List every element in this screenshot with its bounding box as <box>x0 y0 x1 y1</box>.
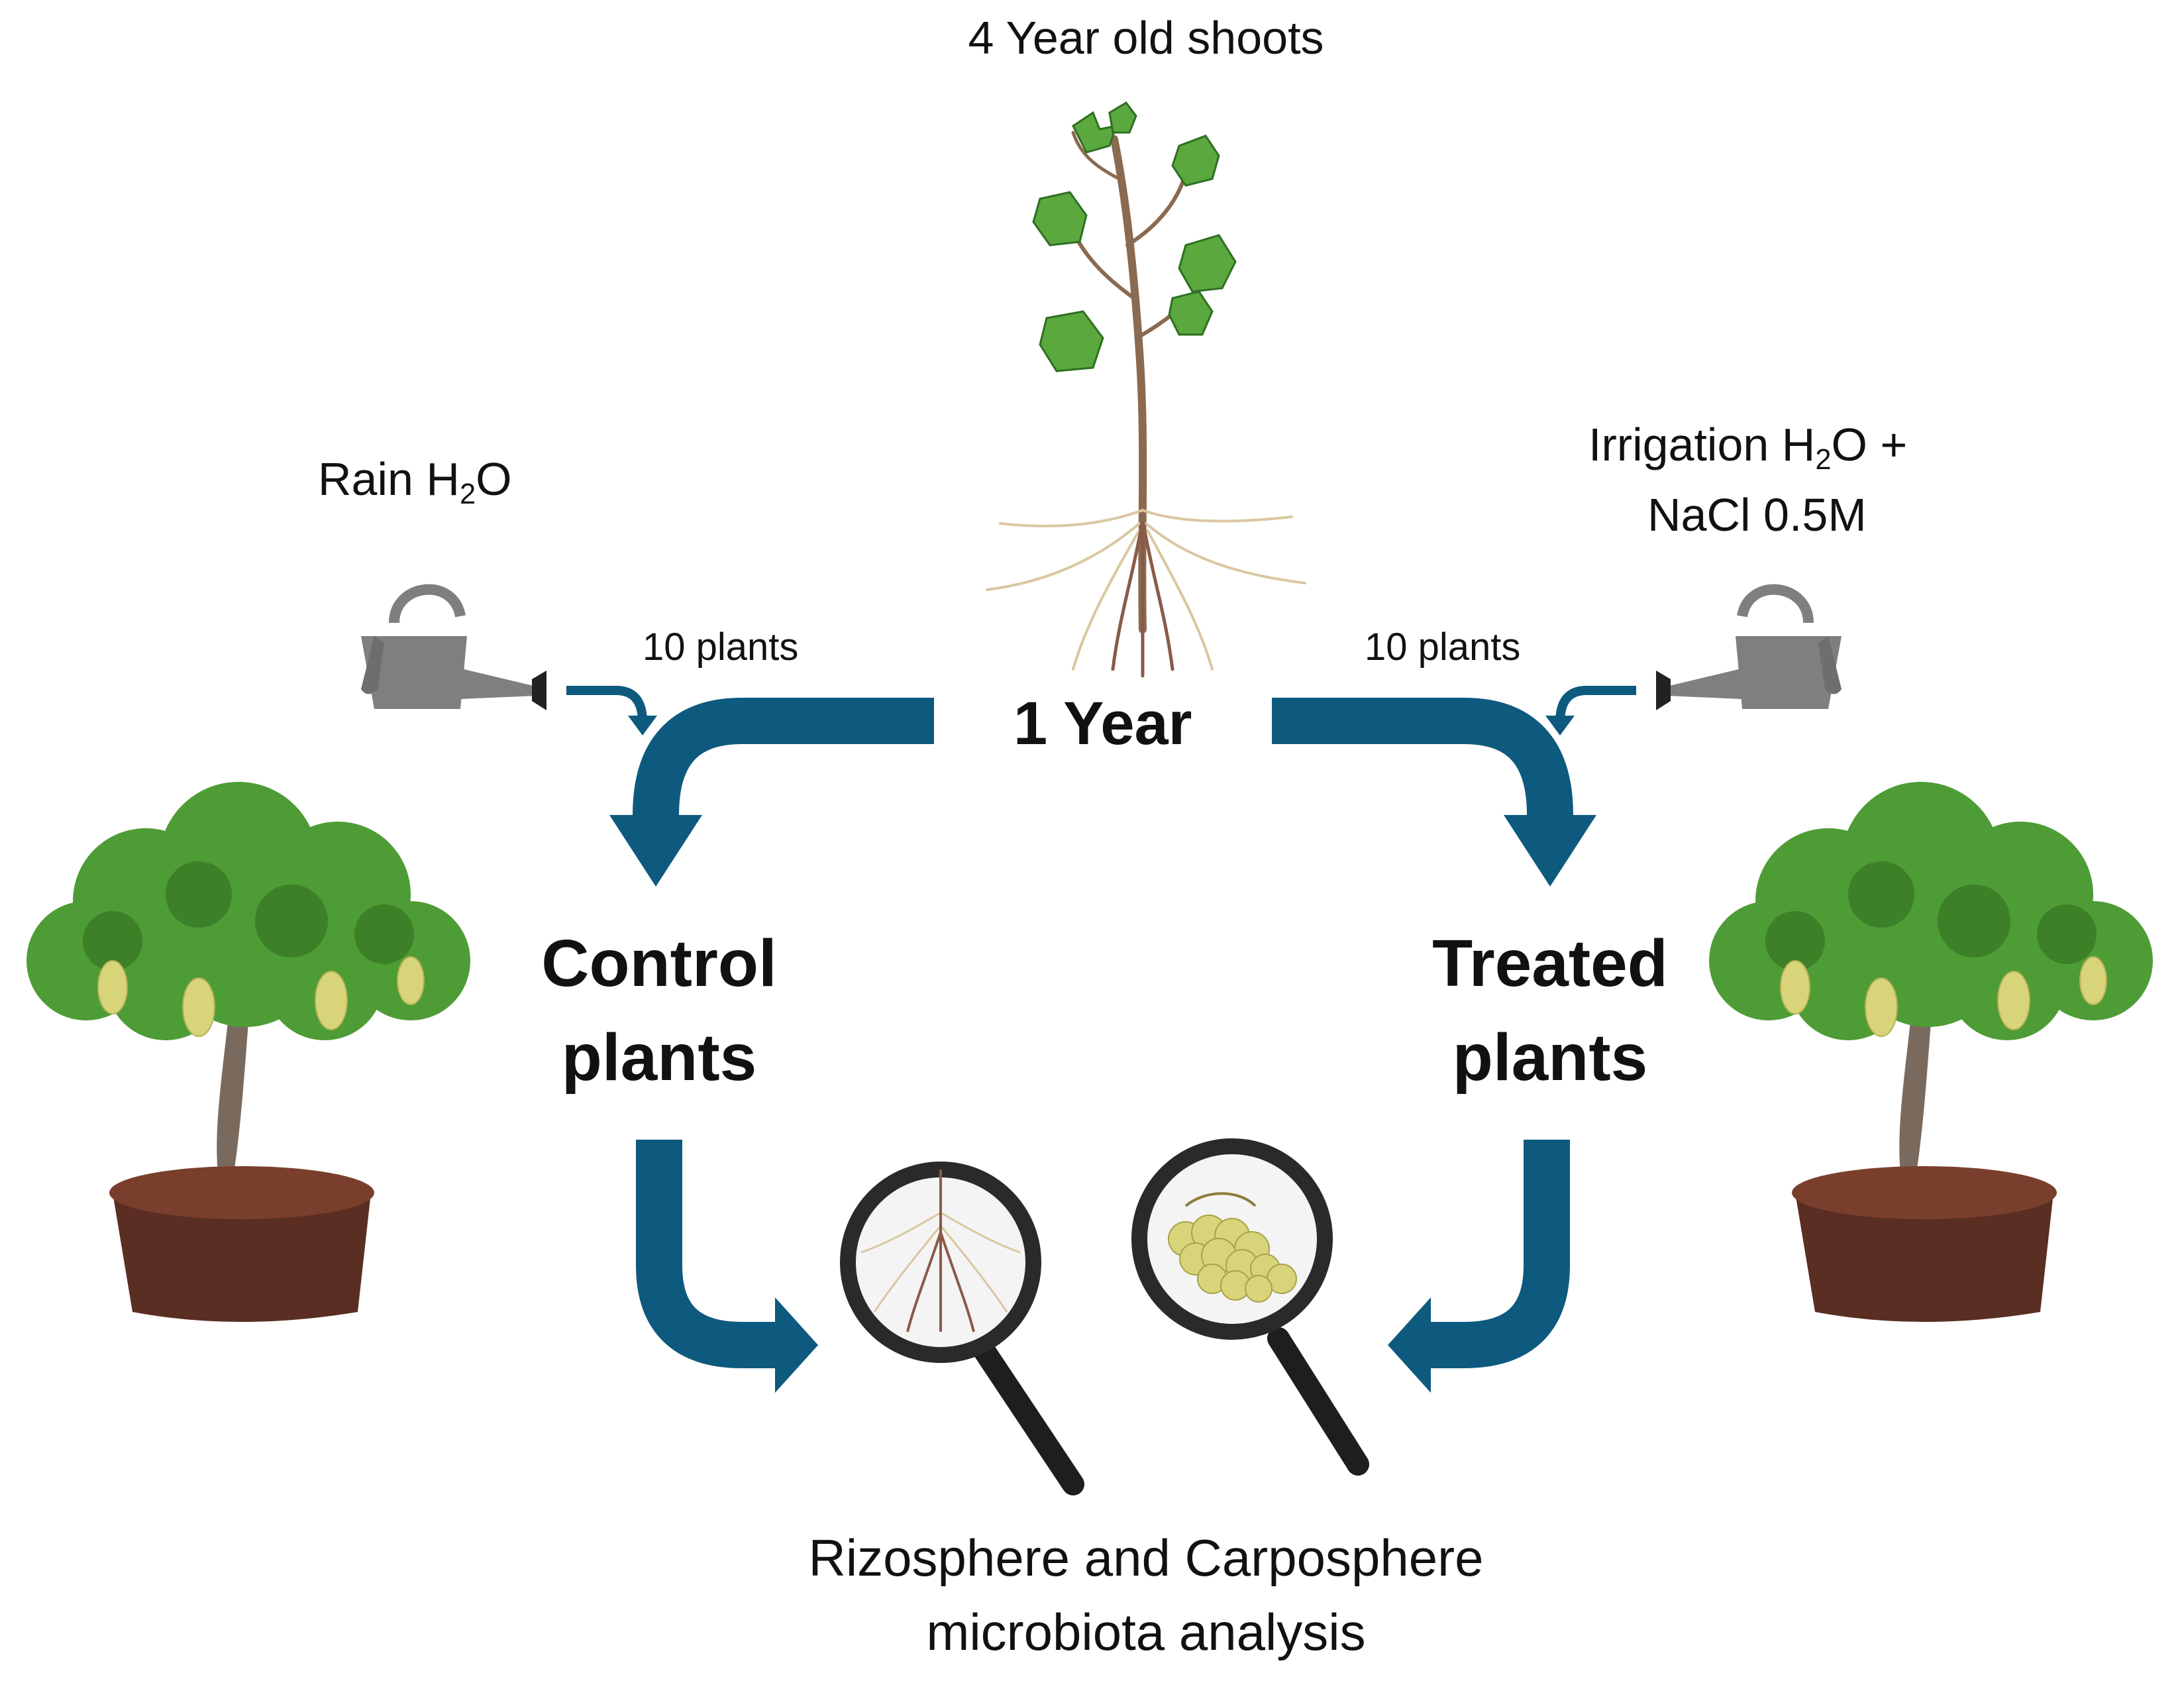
magnifier-grapes-icon <box>1131 1138 1369 1476</box>
irrigation-sub: 2 <box>1815 444 1832 476</box>
rain-tail: O <box>476 453 512 505</box>
top-label: 4 Year old shoots <box>968 12 1324 64</box>
magnifier-roots-icon <box>840 1162 1084 1495</box>
irrigation-main: Irrigation H <box>1588 419 1816 470</box>
nacl-label: NaCl 0.5M <box>1647 489 1867 541</box>
rain-water-label: Rain H2O <box>318 453 512 509</box>
duration-label: 1 Year <box>1014 690 1192 757</box>
watering-can-icon <box>1656 584 1842 710</box>
irrigation-label: Irrigation H2O + <box>1588 419 1908 474</box>
watering-can-icon <box>361 584 546 710</box>
treated-label-line1: Treated <box>1432 926 1668 1001</box>
control-label-line1: Control <box>541 926 777 1001</box>
grapevine-shoot-icon <box>986 101 1306 678</box>
right-count-label: 10 plants <box>1365 625 1521 669</box>
potted-grapevine-icon <box>26 782 470 1322</box>
treated-label-line2: plants <box>1452 1020 1648 1095</box>
rain-sub: 2 <box>459 478 476 511</box>
irrigation-tail: O + <box>1831 419 1908 470</box>
analysis-label-line1: Rizosphere and Carposphere <box>808 1529 1484 1587</box>
left-count-label: 10 plants <box>643 625 799 669</box>
potted-grapevine-icon <box>1709 782 2153 1322</box>
rain-main: Rain H <box>318 453 460 505</box>
analysis-label-line2: microbiota analysis <box>926 1603 1366 1661</box>
control-label-line2: plants <box>561 1020 757 1095</box>
